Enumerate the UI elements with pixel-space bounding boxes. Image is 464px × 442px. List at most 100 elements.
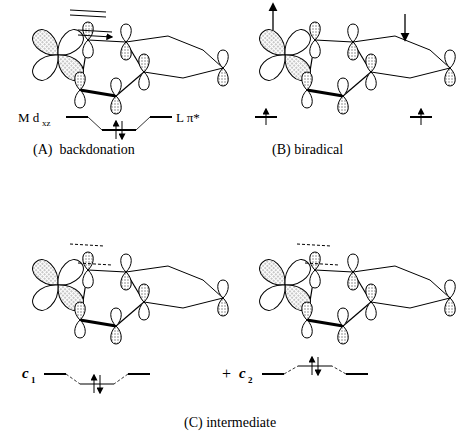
bond-line <box>315 270 353 272</box>
bond-line <box>410 68 450 78</box>
bond-line <box>168 36 203 50</box>
electron-arrow <box>312 357 313 375</box>
orbital-lobe <box>338 78 349 96</box>
orbital-lobe <box>121 272 132 290</box>
bond-line <box>78 263 112 265</box>
energy-level <box>80 383 114 384</box>
orbital-lobe <box>348 24 359 42</box>
bond-line <box>371 72 410 78</box>
orbital-lobe <box>111 308 122 326</box>
bond-line <box>371 302 410 308</box>
orbital-lobe <box>445 298 456 316</box>
bond-line <box>80 320 116 326</box>
orbital-lobe <box>310 270 321 288</box>
orbital-lobe <box>121 24 132 42</box>
correlation-line <box>284 366 298 374</box>
bond-line <box>183 68 223 78</box>
energy-level <box>346 373 368 375</box>
orbital-lobe <box>139 284 150 302</box>
orbital-lobe <box>302 90 313 108</box>
electron-arrow <box>116 121 117 139</box>
orbital-lobe <box>310 252 321 270</box>
orbital-lobe <box>255 278 291 314</box>
orbital-lobe <box>75 302 86 320</box>
orbital-lobe <box>445 280 456 298</box>
bond-line <box>70 244 104 246</box>
orbital-lobe <box>348 272 359 290</box>
orbital-lobe <box>139 302 150 320</box>
bond-line <box>126 266 168 272</box>
panel-caption: (A) backdonation <box>33 143 135 157</box>
bond-line <box>88 270 126 272</box>
bond-line <box>353 36 395 42</box>
subscript: 2 <box>248 376 253 385</box>
orbital-lobe <box>310 40 321 58</box>
orbital-lobe <box>338 96 349 114</box>
bond-line <box>353 266 395 272</box>
electron-arrow <box>122 121 123 139</box>
bond-line <box>395 266 430 280</box>
correlation-line <box>114 374 128 384</box>
orbital-lobe <box>111 78 122 96</box>
bond-line <box>395 36 430 50</box>
bond-line <box>307 90 343 96</box>
plus-sign: + <box>222 366 231 382</box>
correlation-line <box>136 117 150 130</box>
bond-line <box>307 320 343 326</box>
orbital-label: M d <box>18 111 39 124</box>
orbital-lobe <box>310 22 321 40</box>
correlation-line <box>88 117 102 130</box>
orbital-lobe <box>218 280 229 298</box>
bond-line <box>144 72 183 78</box>
bond-line <box>70 10 106 12</box>
bond-line <box>80 90 116 96</box>
orbital-lobe <box>75 320 86 338</box>
bond-line <box>297 244 331 246</box>
orbital-lobe <box>75 90 86 108</box>
spin-arrow <box>272 4 273 30</box>
correlation-line <box>332 366 346 374</box>
orbital-lobe <box>218 68 229 86</box>
coefficient: c <box>22 366 29 381</box>
orbital-lobe <box>338 308 349 326</box>
orbital-lobe <box>83 270 94 288</box>
spin-arrow <box>404 14 405 40</box>
orbital-label: L π* <box>176 111 200 124</box>
energy-level <box>44 373 66 375</box>
bond-line <box>126 36 168 42</box>
orbital-lobe <box>302 302 313 320</box>
orbital-lobe <box>83 40 94 58</box>
energy-level <box>150 116 172 118</box>
orbital-lobe <box>348 254 359 272</box>
electron-arrow <box>266 109 267 125</box>
orbital-lobe <box>302 320 313 338</box>
orbital-lobe <box>83 252 94 270</box>
orbital-lobe <box>218 50 229 68</box>
electron-arrow <box>94 375 95 393</box>
bond-line <box>410 298 450 308</box>
orbital-lobe <box>139 54 150 72</box>
orbital-lobe <box>366 302 377 320</box>
subscript: xz <box>42 119 51 128</box>
energy-level <box>298 365 332 366</box>
bond-line <box>88 40 126 42</box>
orbital-lobe <box>75 72 86 90</box>
orbital-lobe <box>111 326 122 344</box>
bond-line <box>70 15 106 17</box>
panel-caption: (C) intermediate <box>184 416 276 430</box>
orbital-lobe <box>338 326 349 344</box>
orbital-lobe <box>255 48 291 84</box>
orbital-lobe <box>28 48 64 84</box>
orbital-lobe <box>302 72 313 90</box>
orbital-lobe <box>348 42 359 60</box>
bond-line <box>183 298 223 308</box>
orbital-lobe <box>111 96 122 114</box>
orbital-lobe <box>139 72 150 90</box>
orbital-lobe <box>218 298 229 316</box>
bond-line <box>315 40 353 42</box>
electron-arrow <box>318 357 319 375</box>
orbital-lobe <box>121 42 132 60</box>
electron-arrow <box>100 375 101 393</box>
orbital-lobe <box>121 254 132 272</box>
